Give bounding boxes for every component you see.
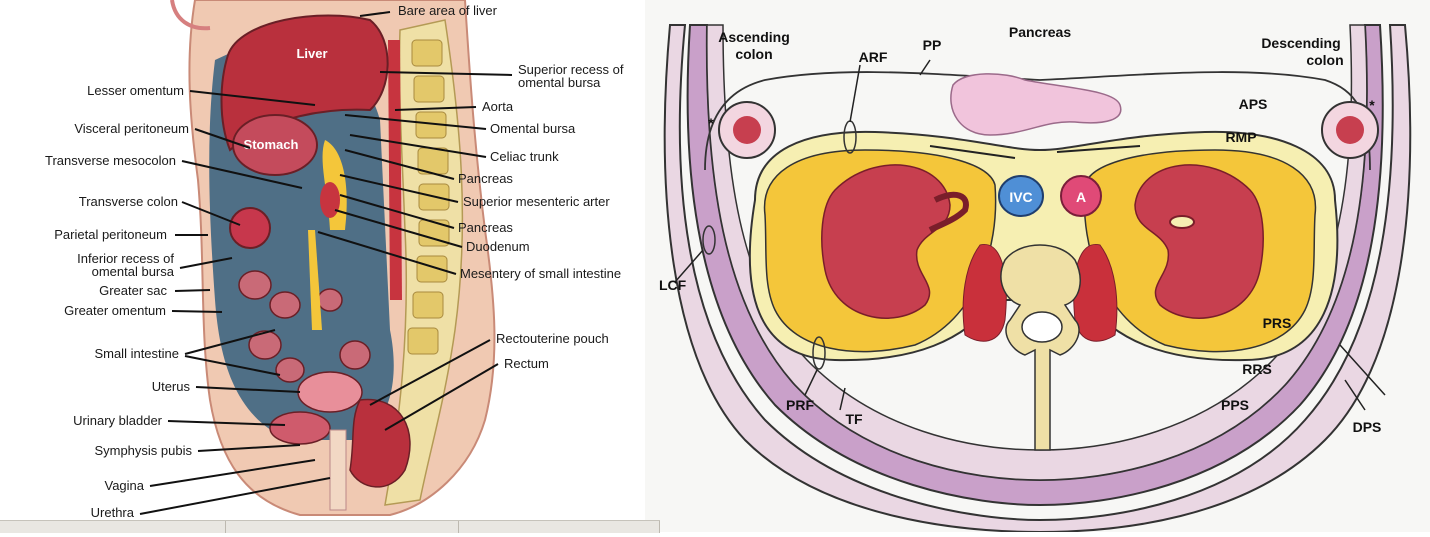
leader-lines [139,11,513,515]
label-pancreas-lower: Pancreas [458,220,513,235]
vertebra-body [1000,244,1081,451]
label-uterus: Uterus [152,379,191,394]
label-greater-omentum: Greater omentum [64,303,166,318]
label-symphysis-pubis: Symphysis pubis [94,443,192,458]
sagittal-section-svg: Liver Stomach Bare area of liver Superio… [45,0,624,520]
psoas-right [1073,243,1118,342]
psoas-left [962,243,1007,342]
double-arrows [929,145,1141,159]
label-omental-bursa: Omental bursa [490,121,576,136]
bottom-strip-segment [226,521,459,533]
label-celiac-trunk: Celiac trunk [490,149,559,164]
bottom-strip-segment [459,521,660,533]
label-lcf: LCF [659,277,687,293]
label-superior-recess-2: omental bursa [518,75,601,90]
vagina-canal [329,429,347,511]
sagittal-section-figure: Liver Stomach Bare area of liver Superio… [0,0,645,520]
label-tf: TF [845,411,863,427]
uterus-organ [297,371,363,413]
kidney-left [821,164,951,319]
axial-section-figure: Ascending colon ARF PP Pancreas Descendi… [645,0,1430,534]
kidney-right [1134,164,1264,319]
label-pancreas: Pancreas [1009,24,1071,40]
rectum-organ [349,398,411,488]
renal-pelvis-left [928,191,969,233]
label-descending-colon: colon [1306,52,1343,68]
label-pancreas-upper: Pancreas [458,171,513,186]
label-rrs: RRS [1242,361,1272,377]
label-ascending: Ascending [718,29,790,45]
posterior-peritoneum-line [704,71,1371,171]
aorta-vessel [1060,175,1102,217]
skin-top [170,0,211,31]
stomach-label: Stomach [244,137,299,152]
label-superior-recess-1: Superior recess of [518,62,624,77]
label-transverse-colon: Transverse colon [79,194,178,209]
label-transverse-mesocolon: Transverse mesocolon [45,153,176,168]
right-leader-lines [674,59,1386,411]
vertebrae [407,39,450,355]
label-greater-sac: Greater sac [99,283,167,298]
spinal-canal [1021,311,1063,343]
label-lesser-omentum: Lesser omentum [87,83,184,98]
lcf-marker [702,225,716,255]
label-aorta: Aorta [482,99,514,114]
label-dps: DPS [1353,419,1382,435]
small-intestine-loops [238,270,371,383]
label-descending: Descending [1261,35,1340,51]
body-wall-outer [663,24,1412,534]
renal-pelvis-right [1169,215,1195,229]
liver-label: Liver [296,46,327,61]
stomach-organ [232,114,318,176]
ascending-colon-lumen [733,116,761,144]
label-prf: PRF [786,397,814,413]
transverse-colon-organ [229,207,271,249]
label-vagina: Vagina [104,478,144,493]
label-aps: APS [1239,96,1268,112]
prf-marker [812,336,826,370]
label-rectouterine-pouch: Rectouterine pouch [496,331,609,346]
aorta-vessel [388,40,402,300]
duodenum-organ [320,182,340,218]
label-urethra: Urethra [91,505,135,520]
bottom-strip-segment [0,521,226,533]
pancreas-organ [950,73,1122,136]
inner-pink-layer [706,24,1368,481]
urinary-bladder-organ [269,411,331,445]
label-asterisk-left: * [708,115,714,131]
label-aorta: A [1076,189,1086,205]
label-urinary-bladder: Urinary bladder [73,413,163,428]
label-rmp: RMP [1225,129,1256,145]
axial-section-svg: Ascending colon ARF PP Pancreas Descendi… [659,24,1412,534]
label-bare-area-of-liver: Bare area of liver [398,3,498,18]
label-inferior-recess-2: omental bursa [92,264,175,279]
label-superior-mesenteric-artery: Superior mesenteric arter [463,194,610,209]
label-asterisk-right: * [1369,97,1375,113]
label-pp: PP [923,37,942,53]
label-duodenum: Duodenum [466,239,530,254]
label-rectum: Rectum [504,356,549,371]
ivc-vessel [998,175,1044,217]
bottom-strip [0,520,660,533]
label-prs: PRS [1263,315,1292,331]
label-arf: ARF [859,49,888,65]
label-ascending-colon: colon [735,46,772,62]
mesentery-band [308,230,322,330]
label-small-intestine: Small intestine [94,346,179,361]
label-pps: PPS [1221,397,1249,413]
descending-colon-lumen [1336,116,1364,144]
label-mesentery-small-intestine: Mesentery of small intestine [460,266,621,281]
label-visceral-peritoneum: Visceral peritoneum [74,121,189,136]
label-parietal-peritoneum: Parietal peritoneum [54,227,167,242]
label-inferior-recess-1: Inferior recess of [77,251,174,266]
label-ivc: IVC [1009,189,1032,205]
